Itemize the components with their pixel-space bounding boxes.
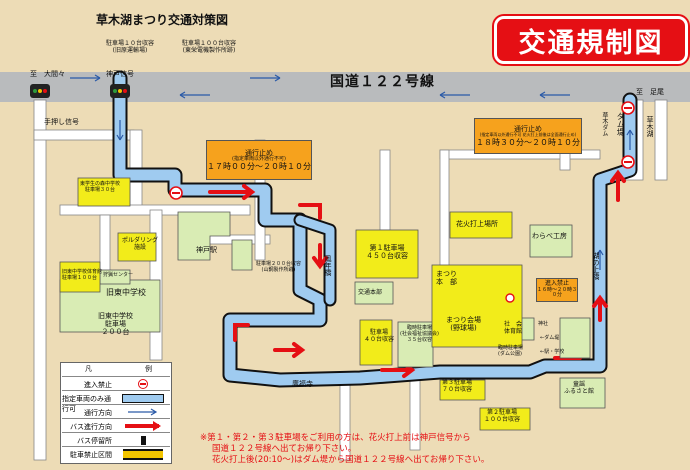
regulation-note: (指定車両以外通行不可) bbox=[232, 155, 286, 162]
regulation-badge: 交通規制図 bbox=[494, 16, 688, 64]
old-school-label: 旧東中学校 bbox=[106, 288, 146, 297]
bus-stop-icon bbox=[120, 435, 166, 445]
lakeside-bridge-label: 湖の上橋 bbox=[592, 252, 601, 280]
lot1-label: 第１駐車場 ４５０台収容 bbox=[366, 244, 408, 261]
legend-label: 指定車両のみ通行可 bbox=[62, 395, 111, 413]
legend-label: バス進行方向 bbox=[70, 423, 112, 431]
traffic-signal-icon bbox=[110, 84, 130, 98]
regulation-time: １７時００分～２０時１０分 bbox=[207, 162, 311, 172]
dam-bank-label: ダム堤 bbox=[616, 112, 626, 136]
legend-row-direction: 通行方向 bbox=[62, 404, 170, 419]
legend-row-designated: 指定車両のみ通行可 bbox=[62, 390, 170, 413]
regulation-box-1: 通行止め (指定車両以外通行不可) １７時００分～２０時１０分 bbox=[206, 140, 312, 180]
legend-row-no-entry: 進入禁止 bbox=[62, 376, 170, 391]
regulation-heading: 通行止め bbox=[514, 125, 542, 134]
designated-route bbox=[112, 70, 638, 388]
kanbe-station-label: 神戸駅 bbox=[196, 246, 217, 254]
parking-lots bbox=[59, 177, 531, 431]
social-gym-label: 社 会 体育館 bbox=[504, 321, 523, 335]
old-school-parking-label: 旧東中学校 駐車場 ２００台 bbox=[98, 312, 133, 337]
station-school-direction-label: ←駅・学校 bbox=[540, 349, 565, 355]
to-omama-label: 至 大間々 bbox=[30, 70, 65, 78]
regulation-heading: 通行止め bbox=[245, 148, 273, 157]
no-parking-icon bbox=[120, 448, 166, 460]
legend-row-bus-direction: バス進行方向 bbox=[62, 418, 170, 433]
to-ashio-label: 至 足尾 bbox=[636, 88, 664, 96]
temp-lot-label: 臨時駐車場 (ダム公園) bbox=[498, 345, 524, 357]
dam-bank-direction-label: ←ダム堤 bbox=[540, 335, 560, 341]
school-annex-label: 東学生の森中学校 駐車場３０台 bbox=[80, 181, 121, 193]
legend-header-left: 凡 bbox=[85, 365, 92, 373]
kusaki-lake-label: 草木湖 bbox=[646, 116, 655, 137]
shrine-label: 神社 bbox=[538, 321, 549, 327]
red-arrow-icon bbox=[120, 421, 166, 431]
no-entry-time-box: 進入禁止 １６時～２０時３０分 bbox=[536, 278, 578, 302]
traffic-direction-arrows bbox=[70, 74, 634, 270]
no-entry-markers bbox=[169, 101, 635, 303]
parking-note-2: 駐車場１００台収容 (東栄電機製作所跡) bbox=[182, 40, 237, 54]
lot3-label: 第３駐車場 ７０台収容 bbox=[442, 379, 473, 393]
bus-direction-arrows bbox=[208, 169, 626, 378]
fireworks-site-label: 花火打上場所 bbox=[456, 220, 498, 228]
regulation-time: １８時３０分～２０時１０分 bbox=[476, 137, 580, 147]
lot2-label: 第２駐車場 １００台収容 bbox=[484, 409, 521, 423]
national-route-label: 国道１２２号線 bbox=[330, 74, 435, 90]
regulation-box-2: 通行止め (指定車両以外通行不可 花火打上前後は全面通行止め) １８時３０分～２… bbox=[474, 118, 582, 154]
kofukuji-label: 廣福寺 bbox=[292, 380, 313, 388]
lot-40-label: 駐車場 ４０台収容 bbox=[364, 329, 395, 343]
no-entry-icon bbox=[120, 379, 166, 389]
welfare-lot-label: 臨時駐車場 (社会福祉協議会) ３５台収容 bbox=[400, 325, 439, 343]
traffic-hq-label: 交通本部 bbox=[358, 289, 383, 296]
legend-label: 通行方向 bbox=[84, 409, 112, 417]
festival-venue-label: まつり会場 (野球場) bbox=[446, 316, 481, 333]
old-gym-parking-label: 旧東中学校体育館 駐車場１００台 bbox=[62, 269, 103, 281]
note-line-3: 花火打上後(20:10～)はダム堤から国道１２２号線へ出てお帰り下さい。 bbox=[212, 455, 490, 465]
designated-road-icon bbox=[120, 393, 166, 403]
traffic-signal-icon bbox=[30, 84, 50, 98]
map-title: 草木湖まつり交通対策図 bbox=[96, 13, 229, 27]
push-signal-label: 手押し信号 bbox=[44, 118, 79, 126]
festival-hq-label: まつり 本 部 bbox=[436, 270, 457, 287]
kanbe-signal-label: 神戸信号 bbox=[106, 70, 134, 78]
kanbe-parking-label: 駐車場２００台収容 (山鋼製作所跡) bbox=[256, 261, 302, 273]
legend-label: バス停留所 bbox=[77, 437, 112, 445]
parking-note-1: 駐車場１０台収容 (旧原運輸場) bbox=[106, 40, 155, 54]
no-entry-time: １６時～２０時３０分 bbox=[537, 286, 578, 299]
legend-label: 進入禁止 bbox=[84, 381, 112, 389]
legend-header-right: 例 bbox=[145, 365, 152, 373]
hunt-center-label: 狩猟センター bbox=[103, 272, 134, 278]
regulation-note: (指定車両以外通行不可 花火打上前後は全面通行止め) bbox=[479, 132, 577, 138]
warabe-label: わらべ工房 bbox=[532, 232, 567, 240]
legend-label: 駐車禁止区間 bbox=[70, 451, 112, 459]
no-entry-heading: 進入禁止 bbox=[544, 279, 569, 287]
nenbashi-label: 鳳年橋 bbox=[324, 255, 333, 276]
legend-row-no-parking: 駐車禁止区間 bbox=[62, 446, 170, 461]
bouldering-label: ポルダリング 施設 bbox=[122, 237, 159, 251]
furusato-museum-label: 童謡 ふるさと館 bbox=[564, 381, 595, 395]
buildings bbox=[59, 211, 606, 409]
legend-row-bus-stop: バス停留所 bbox=[62, 432, 170, 447]
kusaki-dam-label: 草木ダム bbox=[600, 112, 608, 136]
thin-arrow-icon bbox=[120, 407, 166, 417]
note-line-1: ※第１・第２・第３駐車場をご利用の方は、花火打上前は神戸信号から bbox=[200, 433, 471, 443]
note-line-2: 国道１２２号線へ出てお帰り下さい。 bbox=[212, 444, 357, 454]
